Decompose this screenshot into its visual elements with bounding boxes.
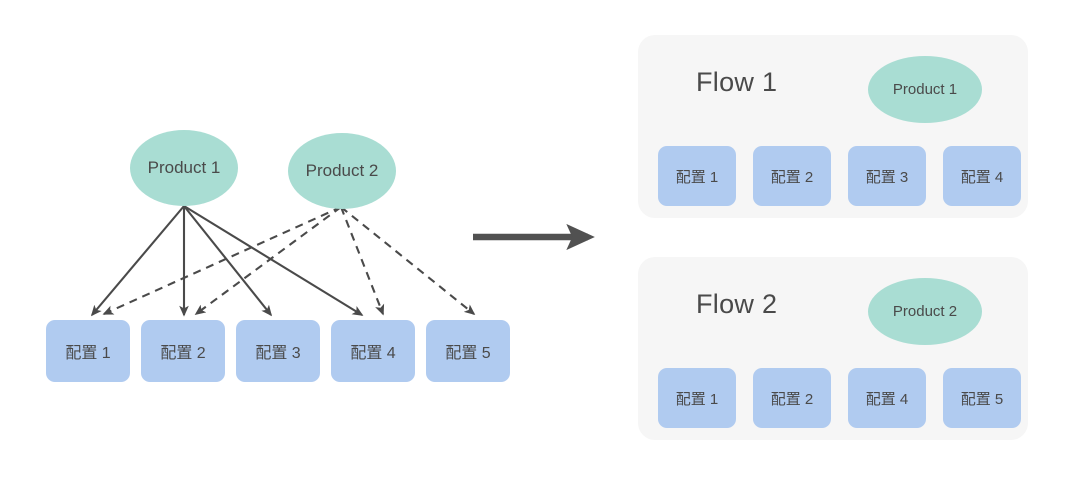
config-box-3-label: 配置 3 — [255, 345, 301, 362]
flow-2-config-row: 配置 1 配置 2 配置 4 配置 5 — [650, 368, 1021, 428]
edge-p1-c3 — [183, 205, 273, 317]
flow-2-config-box-3-label: 配置 4 — [865, 390, 909, 408]
product-node-2-label: Product 2 — [305, 161, 379, 180]
flow-2-title: Flow 2 — [696, 289, 778, 319]
config-box-4-label: 配置 4 — [350, 345, 396, 362]
flow-1-config-box-2[interactable]: 配置 2 — [753, 146, 831, 206]
edge-p1-c4 — [183, 205, 364, 316]
flow-1-title: Flow 1 — [696, 67, 778, 97]
edge-p2-c1 — [102, 206, 342, 315]
flow-1-config-box-1-label: 配置 1 — [675, 168, 719, 186]
flow-panel-2[interactable]: Flow 2 Product 2 配置 1 配置 2 配置 4 配置 5 — [638, 257, 1028, 440]
flow-2-product-label: Product 2 — [892, 303, 958, 320]
flow-2-config-box-3[interactable]: 配置 4 — [848, 368, 926, 428]
edges-product-2 — [102, 206, 476, 316]
flow-1-product-label: Product 1 — [892, 81, 958, 98]
flow-2-config-box-1[interactable]: 配置 1 — [658, 368, 736, 428]
edge-p2-c2 — [194, 206, 342, 315]
flow-1-config-box-1[interactable]: 配置 1 — [658, 146, 736, 206]
product-node-1-label: Product 1 — [147, 158, 221, 177]
config-box-1-label: 配置 1 — [65, 345, 111, 362]
flow-1-config-box-3[interactable]: 配置 3 — [848, 146, 926, 206]
edge-p2-c4 — [340, 206, 385, 316]
config-box-5-label: 配置 5 — [445, 345, 491, 362]
config-box-2-label: 配置 2 — [160, 345, 206, 362]
config-box-1[interactable]: 配置 1 — [46, 320, 130, 382]
config-box-2[interactable]: 配置 2 — [141, 320, 225, 382]
flow-1-config-box-4[interactable]: 配置 4 — [943, 146, 1021, 206]
product-node-2[interactable]: Product 2 — [288, 133, 396, 209]
flow-panel-1[interactable]: Flow 1 Product 1 配置 1 配置 2 配置 3 配置 4 — [638, 35, 1028, 218]
flow-1-config-box-3-label: 配置 3 — [865, 168, 909, 186]
flow-2-product-node[interactable]: Product 2 — [868, 278, 982, 345]
flow-2-config-box-1-label: 配置 1 — [675, 390, 719, 408]
flow-1-config-row: 配置 1 配置 2 配置 3 配置 4 — [650, 146, 1021, 206]
flow-2-config-box-4[interactable]: 配置 5 — [943, 368, 1021, 428]
flow-1-product-node[interactable]: Product 1 — [868, 56, 982, 123]
edges-product-1 — [90, 205, 364, 317]
edge-p2-c5 — [340, 206, 476, 316]
flow-2-config-box-2[interactable]: 配置 2 — [753, 368, 831, 428]
flow-1-config-box-2-label: 配置 2 — [770, 168, 814, 186]
flow-2-config-box-4-label: 配置 5 — [960, 390, 1004, 408]
product-node-1[interactable]: Product 1 — [130, 130, 238, 206]
config-box-4[interactable]: 配置 4 — [331, 320, 415, 382]
config-box-3[interactable]: 配置 3 — [236, 320, 320, 382]
flow-2-config-box-2-label: 配置 2 — [770, 390, 814, 408]
flow-1-config-box-4-label: 配置 4 — [960, 168, 1004, 186]
config-box-5[interactable]: 配置 5 — [426, 320, 510, 382]
edge-p1-c1 — [90, 205, 185, 317]
